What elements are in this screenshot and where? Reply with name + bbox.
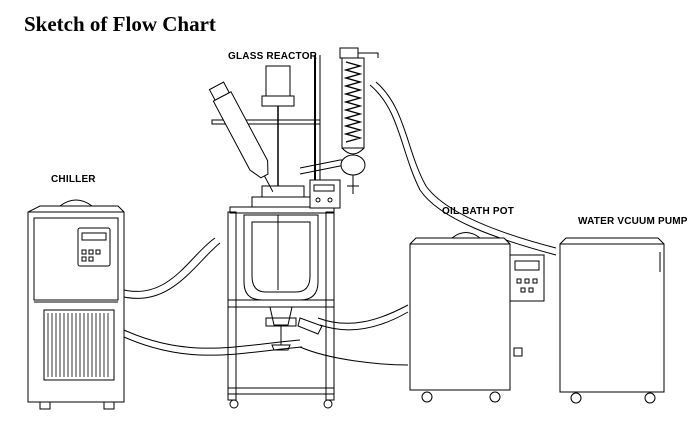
chiller-front-panel xyxy=(33,217,119,301)
stirrer-motor xyxy=(265,65,291,97)
vacuum-hose-outer xyxy=(375,81,557,249)
chiller-hose-upper xyxy=(123,237,216,292)
vacuum-pump-wheel-right xyxy=(644,392,656,404)
bottom-outlet xyxy=(271,344,291,351)
clamp-bar xyxy=(211,119,321,125)
condenser-top xyxy=(339,47,359,59)
vacuum-pump-body xyxy=(559,237,665,393)
chiller-wheel-right xyxy=(103,401,115,410)
chiller-hose-lower-outer xyxy=(123,336,303,356)
chiller-controller xyxy=(77,227,111,267)
chiller-handle xyxy=(59,199,93,207)
oil-bath-body xyxy=(409,237,511,391)
dropping-funnel xyxy=(208,81,274,193)
reactor-lid xyxy=(251,196,317,208)
oil-bath-pot xyxy=(409,232,545,403)
glass-reactor xyxy=(208,55,348,409)
side-valve xyxy=(297,317,323,335)
oil-bath-handle xyxy=(451,232,481,239)
oil-bath-wheel-left xyxy=(421,391,433,403)
reactor-wheel-right xyxy=(323,399,333,409)
return-hose xyxy=(299,346,409,366)
chiller-vent-grille xyxy=(43,309,115,381)
water-vacuum-pump-label: WATER VCUUM PUMP xyxy=(578,216,688,227)
oil-bath-hose xyxy=(317,304,409,324)
bottom-valve xyxy=(269,306,293,326)
reactor-wheel-left xyxy=(229,399,239,409)
reactor-knob xyxy=(315,197,321,203)
condenser-coil xyxy=(343,61,363,143)
reactor-mid-crossbar xyxy=(227,299,335,308)
chiller-label: CHILLER xyxy=(51,174,96,185)
oil-bath-wheel-right xyxy=(489,391,501,403)
receiving-flask xyxy=(340,154,366,176)
glass-reactor-label: GLASS REACTOR xyxy=(228,51,318,62)
chiller-buttons xyxy=(81,249,101,262)
oil-bath-controller xyxy=(509,254,545,302)
chiller-hose-upper-outer xyxy=(123,242,221,299)
chiller-vent-slots xyxy=(47,313,109,377)
reactor-vessel xyxy=(243,214,319,301)
page-title: Sketch of Flow Chart xyxy=(24,12,216,36)
reactor-display xyxy=(313,184,335,192)
oil-bath-pot-label: OIL BATH POT xyxy=(442,206,515,217)
oil-bath-display xyxy=(514,260,540,271)
chiller-display xyxy=(81,232,107,241)
funnel-body xyxy=(212,91,269,179)
reactor-inner-vessel xyxy=(251,221,311,293)
condenser xyxy=(339,47,379,194)
reactor-frame-left-post xyxy=(227,211,237,401)
reactor-control-box xyxy=(309,179,341,209)
reactor-lid-clamp xyxy=(261,185,305,198)
oil-bath-hose-outer xyxy=(319,311,409,331)
oil-bath-port xyxy=(513,347,523,357)
vacuum-hose xyxy=(369,84,557,256)
water-vacuum-pump xyxy=(559,237,665,404)
vacuum-pump-wheel-left xyxy=(570,392,582,404)
reactor-bottom-crossbar xyxy=(227,387,335,395)
chiller-wheel-left xyxy=(39,401,51,410)
chiller-hose-lower xyxy=(123,329,301,349)
motor-mount xyxy=(261,95,295,107)
chiller xyxy=(27,199,125,410)
reactor-frame-right-post xyxy=(325,211,335,401)
